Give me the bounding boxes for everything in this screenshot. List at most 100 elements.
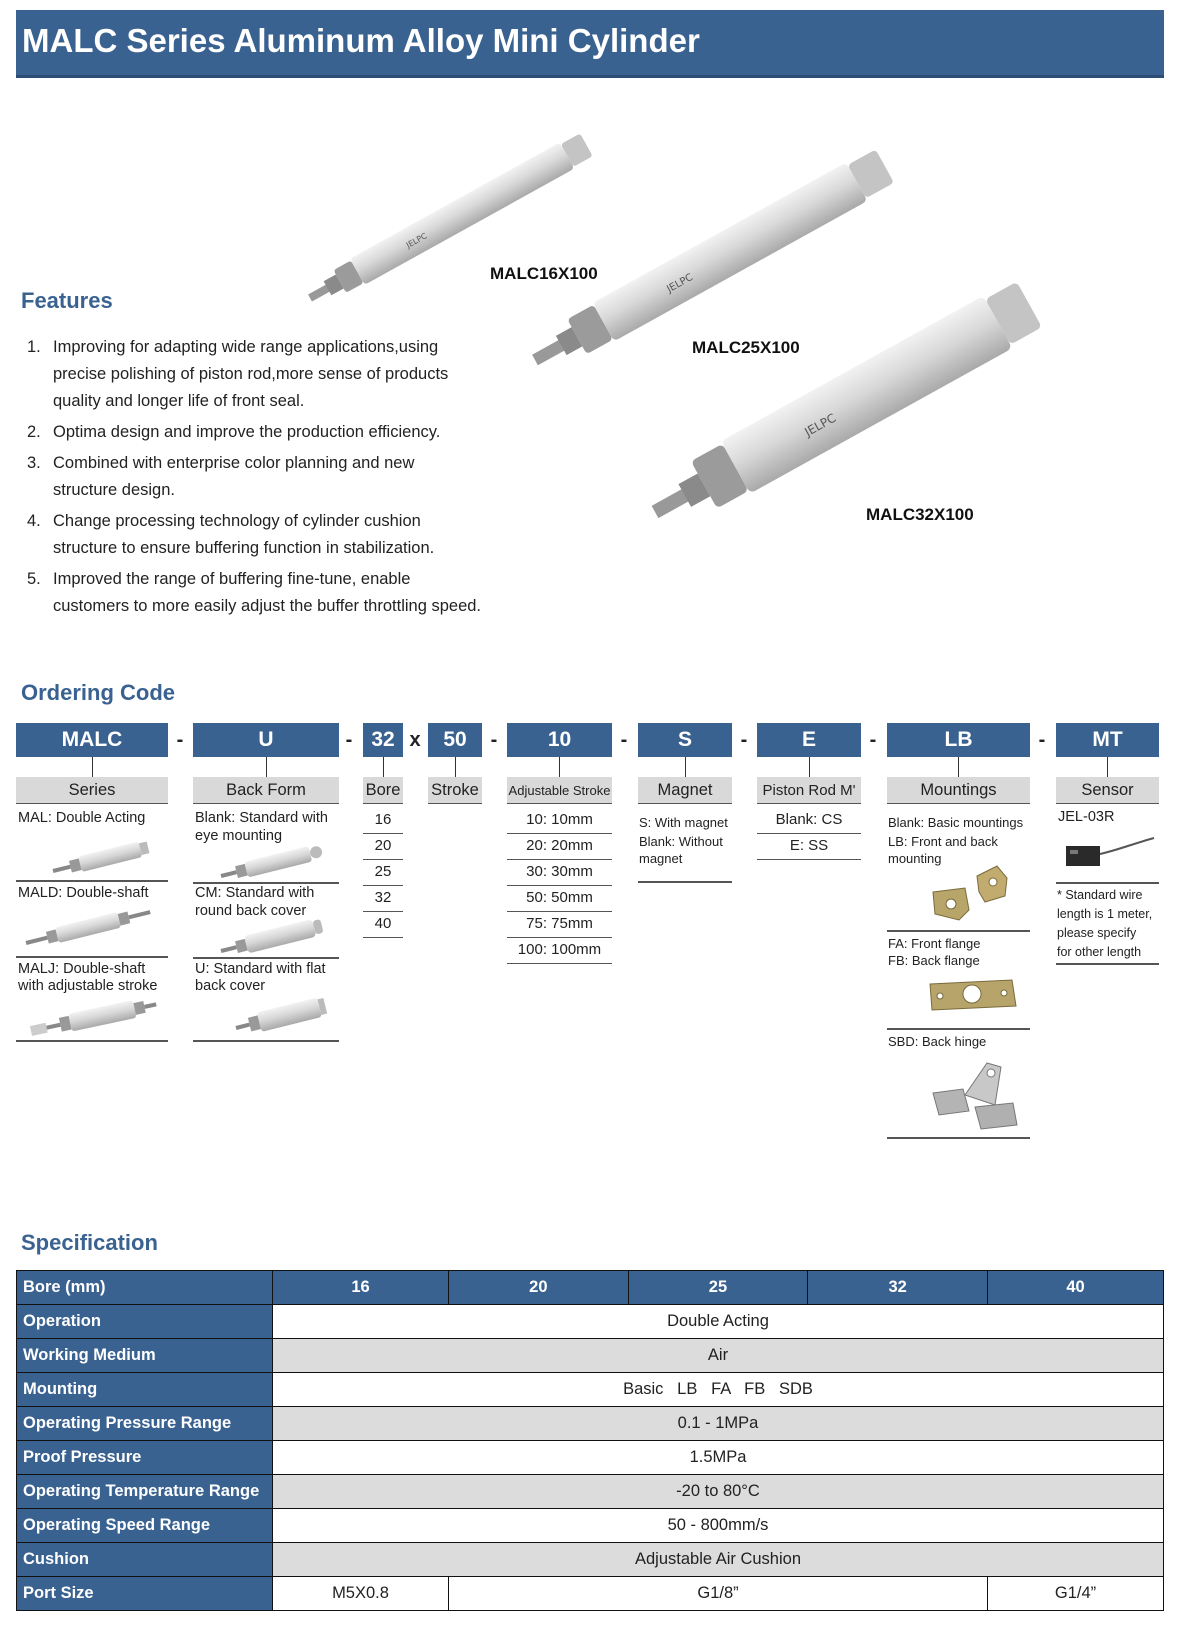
feature-item: 3.Combined with enterprise color plannin… [27, 454, 415, 499]
divider [887, 930, 1030, 932]
adjust-option: 20: 20mm [507, 834, 612, 860]
divider [193, 1040, 339, 1042]
port-size-40: G1/4” [987, 1576, 1164, 1611]
feature-item: 2.Optima design and improve the producti… [27, 423, 441, 441]
bore-20-header: 20 [448, 1270, 629, 1305]
col-head-stroke: Stroke [428, 777, 482, 804]
adjust-option: 100: 100mm [507, 938, 612, 964]
backform-option-u: U: Standard with flat [195, 961, 326, 977]
row-value: 1.5MPa [272, 1440, 1164, 1475]
col-head-bore: Bore [363, 777, 403, 804]
series-option-mald: MALD: Double-shaft [18, 885, 149, 901]
bore-option: 32 [363, 886, 403, 912]
row-label: Working Medium [16, 1338, 273, 1373]
series-option-malj: MALJ: Double-shaft [18, 961, 146, 977]
flange-plate-icon [929, 979, 1017, 1011]
mount-option-fb: FB: Back flange [888, 953, 980, 968]
feature-item: 4.Change processing technology of cylind… [27, 512, 435, 557]
backform-option-cm-2: round back cover [195, 903, 307, 919]
row-label: Operation [16, 1304, 273, 1339]
connector-line [958, 757, 959, 777]
connector-line [383, 757, 384, 777]
cylinder-blank-icon [220, 846, 323, 878]
row-value: Air [272, 1338, 1164, 1373]
code-separator: - [176, 729, 184, 751]
sensor-icon [1066, 837, 1155, 866]
code-separator: - [1038, 729, 1046, 751]
row-value: 50 - 800mm/s [272, 1508, 1164, 1543]
mount-option-sbd: SBD: Back hinge [888, 1034, 987, 1049]
code-box-bore: 32 [363, 723, 403, 757]
adjust-option: 50: 50mm [507, 886, 612, 912]
row-label: Proof Pressure [16, 1440, 273, 1475]
divider [887, 1028, 1030, 1030]
col-head-backform: Back Form [193, 777, 339, 804]
code-box-mountings: LB [887, 723, 1030, 757]
lb-bracket-icon [932, 865, 1008, 921]
row-label: Port Size [16, 1576, 273, 1611]
sensor-model: JEL-03R [1058, 809, 1115, 825]
table-row: Operating Temperature Range-20 to 80°C [16, 1474, 1164, 1509]
code-separator: - [345, 729, 353, 751]
ordering-code-heading: Ordering Code [21, 680, 176, 705]
bore-option: 20 [363, 834, 403, 860]
bore-16-header: 16 [272, 1270, 449, 1305]
row-value: Double Acting [272, 1304, 1164, 1339]
cylinder-cm-icon [220, 919, 323, 953]
table-row: Bore (mm) 16 20 25 32 40 [16, 1270, 1164, 1305]
magnet-option-blank-2: magnet [639, 851, 683, 866]
feature-item: 1.Improving for adapting wide range appl… [27, 338, 449, 410]
divider [16, 880, 168, 882]
row-value: Adjustable Air Cushion [272, 1542, 1164, 1577]
col-head-sensor: Sensor [1056, 777, 1159, 804]
sensor-note: * Standard wire length is 1 meter, pleas… [1057, 888, 1153, 959]
bore-40-header: 40 [987, 1270, 1164, 1305]
model-label-32: MALC32X100 [866, 505, 974, 524]
backform-option-blank: Blank: Standard with [195, 810, 328, 826]
divider [193, 957, 339, 959]
connector-line [1107, 757, 1108, 777]
code-box-series: MALC [16, 723, 168, 757]
code-separator: - [490, 729, 498, 751]
row-value: -20 to 80°C [272, 1474, 1164, 1509]
hinge-bracket-icon [932, 1062, 1018, 1130]
mount-option-lb-2: mounting [888, 851, 942, 866]
mount-option-blank: Blank: Basic mountings [888, 815, 1024, 830]
series-option-mal: MAL: Double Acting [18, 810, 146, 826]
row-label: Operating Temperature Range [16, 1474, 273, 1509]
code-box-piston: E [757, 723, 861, 757]
title-banner [16, 10, 1164, 78]
connector-line [266, 757, 267, 777]
row-value: Basic LB FA FB SDB [272, 1372, 1164, 1407]
col-head-magnet: Magnet [638, 777, 732, 804]
divider [1056, 882, 1159, 884]
code-box-sensor: MT [1056, 723, 1159, 757]
piston-option: E: SS [757, 834, 861, 860]
row-label: Operating Pressure Range [16, 1406, 273, 1441]
cylinder-malj-icon [29, 1000, 157, 1036]
connector-line [455, 757, 456, 777]
connector-line [559, 757, 560, 777]
table-row: Port Size M5X0.8 G1/8” G1/4” [16, 1576, 1164, 1611]
bore-option: 40 [363, 912, 403, 938]
code-separator: - [620, 729, 628, 751]
row-value: 0.1 - 1MPa [272, 1406, 1164, 1441]
code-box-stroke: 50 [428, 723, 482, 757]
backform-option-blank-2: eye mounting [195, 828, 283, 844]
cylinder-small-image: JELPC [308, 134, 592, 302]
code-separator: - [869, 729, 877, 751]
bore-32-header: 32 [807, 1270, 988, 1305]
divider [887, 1137, 1030, 1139]
port-size-16: M5X0.8 [272, 1576, 449, 1611]
features-heading: Features [21, 288, 113, 313]
backform-option-cm: CM: Standard with [195, 885, 315, 901]
divider [16, 956, 168, 958]
code-box-backform: U [193, 723, 339, 757]
